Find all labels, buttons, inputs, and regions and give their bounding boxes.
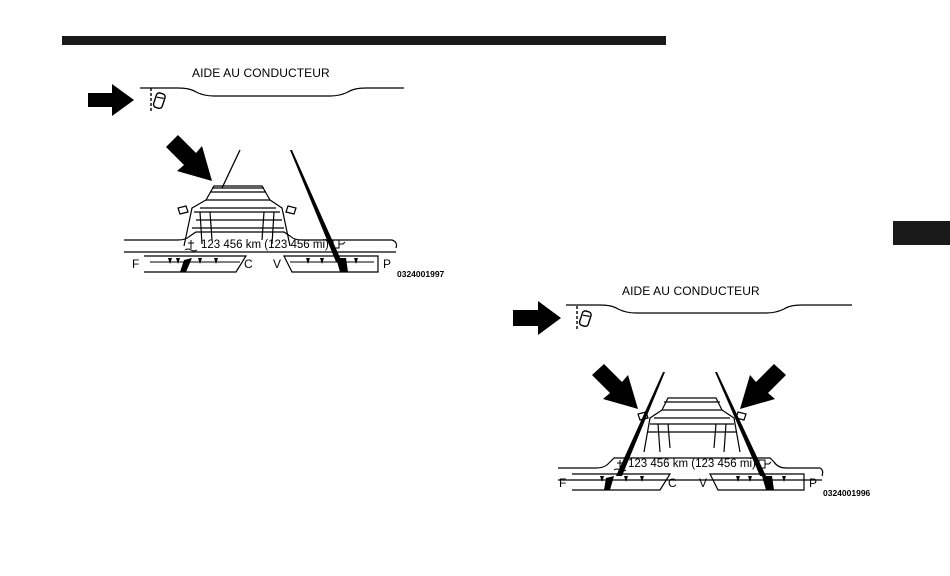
fuel-gauge [710, 474, 804, 490]
pointer-arrow-icon [513, 301, 561, 335]
gauge-label-c: C [668, 476, 677, 490]
pointer-arrow-icon-3 [740, 364, 786, 409]
temp-gauge [572, 474, 670, 490]
gauge-label-v: V [699, 476, 707, 490]
odometer-readout: 123 456 km (123 456 mi) [628, 458, 756, 470]
figure-code: 0324001996 [823, 488, 870, 498]
lane-assist-icon [577, 306, 592, 330]
pointer-arrow-icon-2 [592, 364, 638, 409]
gauge-label-f: F [559, 476, 566, 490]
gauge-label-p: P [809, 476, 817, 490]
figure-2-title: AIDE AU CONDUCTEUR [622, 284, 760, 298]
